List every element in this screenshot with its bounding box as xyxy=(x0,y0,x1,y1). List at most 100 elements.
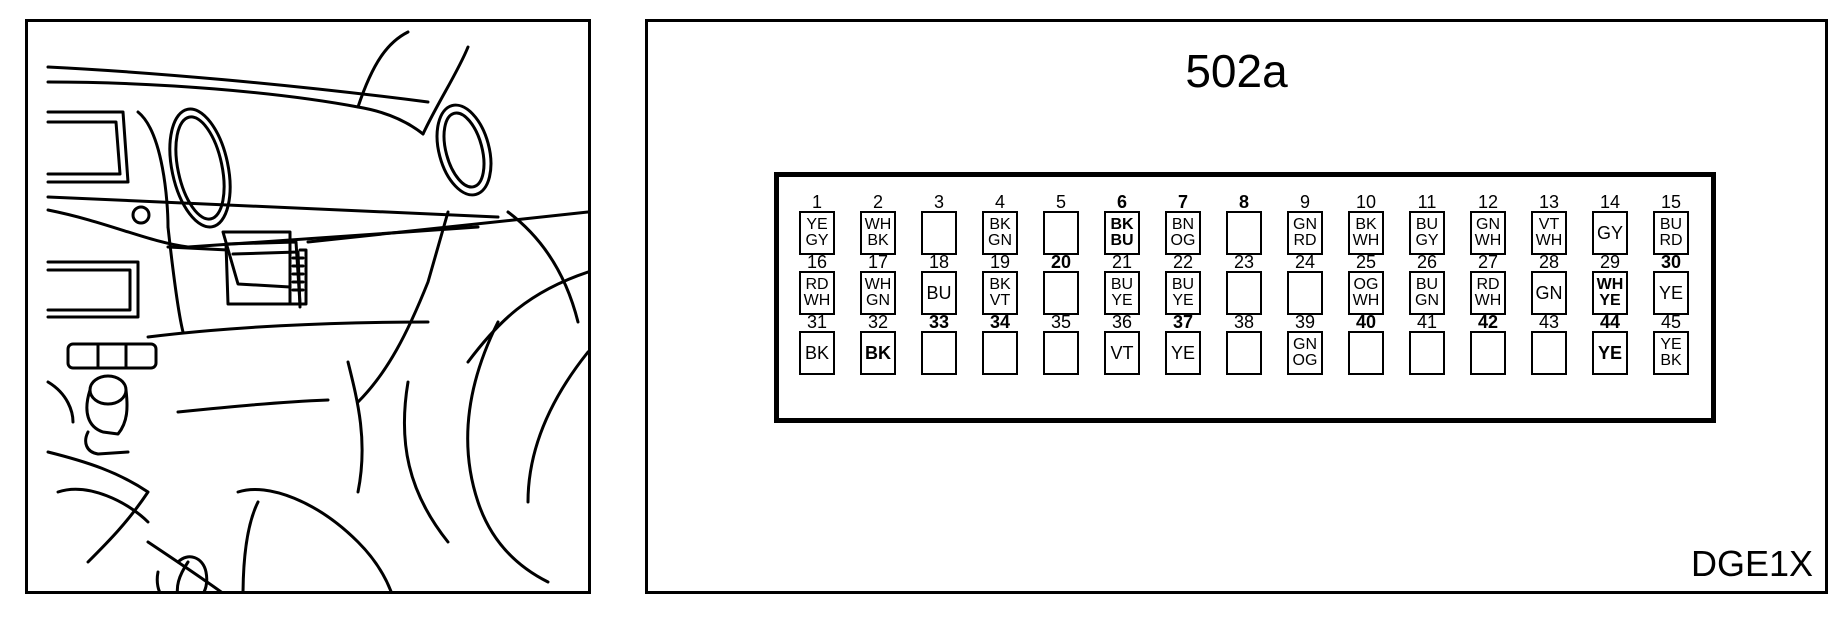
pin-number: 30 xyxy=(1660,252,1682,272)
pin-number: 38 xyxy=(1233,312,1255,332)
wire-color-code: WH xyxy=(864,276,892,293)
pin-number: 10 xyxy=(1355,192,1377,212)
pin-number: 17 xyxy=(867,252,889,272)
pin-number: 15 xyxy=(1660,192,1682,212)
wire-color-code: BU xyxy=(1415,216,1439,233)
wire-color-code: YE xyxy=(806,216,828,233)
pin-cavity: BK xyxy=(860,331,896,375)
wire-color-code: GN xyxy=(1415,292,1439,309)
pin-cavity xyxy=(1226,331,1262,375)
pin-cavity: VT xyxy=(1104,331,1140,375)
pin-number: 32 xyxy=(867,312,889,332)
pin-number: 27 xyxy=(1477,252,1499,272)
pin-number: 26 xyxy=(1416,252,1438,272)
pin-number: 12 xyxy=(1477,192,1499,212)
wire-color-code: BU xyxy=(1110,276,1134,293)
pin-number: 22 xyxy=(1172,252,1194,272)
wire-color-code: YE xyxy=(1597,343,1622,363)
wire-color-code: GN xyxy=(1535,283,1563,303)
wire-color-code: BU xyxy=(1415,276,1439,293)
pin-number: 33 xyxy=(928,312,950,332)
pin-number: 44 xyxy=(1599,312,1621,332)
wire-color-code: BU xyxy=(926,283,952,303)
dashboard-locator-view xyxy=(25,19,591,594)
wire-color-code: GN xyxy=(1293,336,1317,353)
dashboard-line-drawing xyxy=(46,30,588,591)
pin-number: 35 xyxy=(1050,312,1072,332)
wire-color-code: BU xyxy=(1110,232,1134,249)
wire-color-code: BU xyxy=(1171,276,1195,293)
pin-number: 41 xyxy=(1416,312,1438,332)
pin-cavity: BU xyxy=(921,271,957,315)
pin-cavity xyxy=(921,331,957,375)
wire-color-code: YE xyxy=(1660,336,1682,353)
wire-color-code: WH xyxy=(1352,292,1380,309)
wire-color-code: YE xyxy=(1599,292,1621,309)
pin-number: 45 xyxy=(1660,312,1682,332)
wire-color-code: WH xyxy=(1474,232,1502,249)
pin-cavity xyxy=(1043,331,1079,375)
pin-cavity: GN xyxy=(1531,271,1567,315)
pin-cavity xyxy=(921,211,957,255)
pin-number: 4 xyxy=(994,192,1005,212)
wire-color-code: RD xyxy=(1293,232,1317,249)
wire-color-code: WH xyxy=(803,292,831,309)
wire-color-code: GN xyxy=(988,232,1012,249)
pin-number: 29 xyxy=(1599,252,1621,272)
wire-color-code: WH xyxy=(1352,232,1380,249)
pin-number: 13 xyxy=(1538,192,1560,212)
pin-number: 28 xyxy=(1538,252,1560,272)
pin-number: 25 xyxy=(1355,252,1377,272)
pin-number: 19 xyxy=(989,252,1011,272)
pin-number: 14 xyxy=(1599,192,1621,212)
pin-number: 2 xyxy=(872,192,883,212)
wire-color-code: BK xyxy=(1110,216,1134,233)
wire-color-code: OG xyxy=(1353,276,1379,293)
pin-number: 39 xyxy=(1294,312,1316,332)
pin-number: 34 xyxy=(989,312,1011,332)
wire-color-code: YE xyxy=(1658,283,1683,303)
wire-color-code: GN xyxy=(1476,216,1500,233)
pin-number: 11 xyxy=(1417,192,1437,212)
pin-cavity xyxy=(1287,271,1323,315)
wire-color-code: GN xyxy=(1293,216,1317,233)
wire-color-code: VT xyxy=(1538,216,1560,233)
pin-number: 36 xyxy=(1111,312,1133,332)
pin-number: 24 xyxy=(1294,252,1316,272)
wire-color-code: RD xyxy=(1476,276,1500,293)
pin-cavity xyxy=(1226,211,1262,255)
pin-number: 9 xyxy=(1299,192,1310,212)
pin-number: 18 xyxy=(928,252,950,272)
pin-cavity xyxy=(1470,331,1506,375)
wire-color-code: WH xyxy=(1535,232,1563,249)
wire-color-code: RD xyxy=(1659,232,1683,249)
pin-cavity xyxy=(1226,271,1262,315)
wire-color-code: WH xyxy=(1596,276,1624,293)
pin-cavity: YE xyxy=(1165,331,1201,375)
connector-title: 502a xyxy=(1185,45,1288,97)
pin-number: 31 xyxy=(806,312,828,332)
pin-cavity: YE xyxy=(1653,271,1689,315)
wire-color-code: WH xyxy=(1474,292,1502,309)
pin-number: 40 xyxy=(1355,312,1377,332)
pin-cavity xyxy=(1043,271,1079,315)
pin-number: 16 xyxy=(806,252,828,272)
